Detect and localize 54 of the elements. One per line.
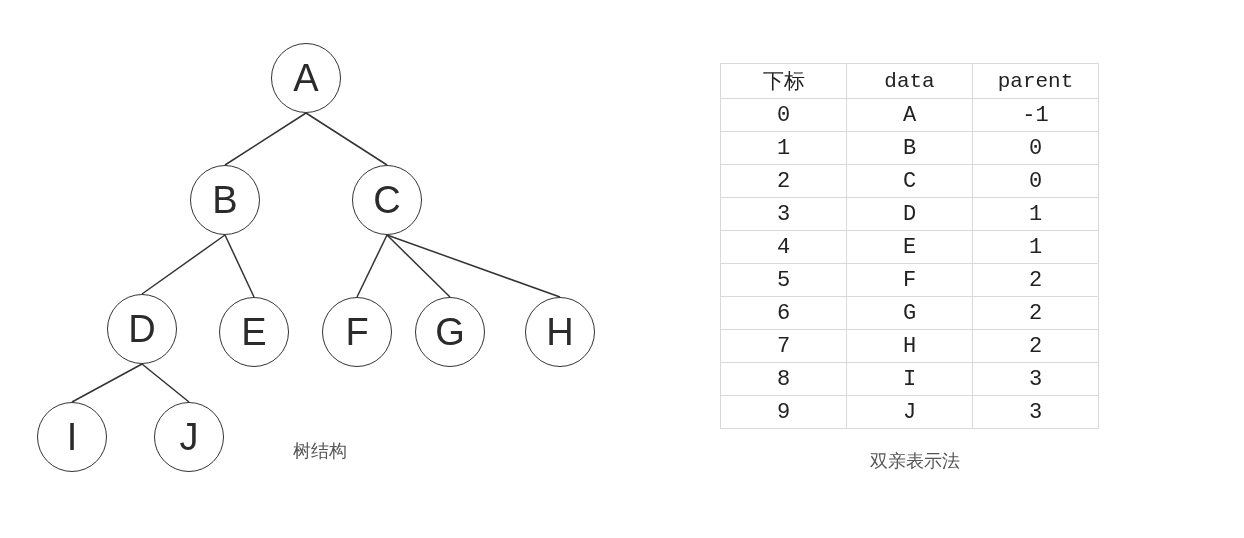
table-cell: 5 bbox=[721, 264, 847, 297]
table-cell: 3 bbox=[973, 396, 1099, 429]
node-label: A bbox=[293, 59, 319, 97]
column-header: parent bbox=[973, 64, 1099, 99]
table-cell: 2 bbox=[721, 165, 847, 198]
node-label: J bbox=[179, 418, 199, 456]
table-cell: 4 bbox=[721, 231, 847, 264]
table-cell: G bbox=[847, 297, 973, 330]
table-cell: 1 bbox=[973, 198, 1099, 231]
tree-edge bbox=[224, 234, 255, 298]
tree-edge bbox=[224, 112, 307, 166]
table-cell: 0 bbox=[973, 132, 1099, 165]
figure-caption: 双亲表示法 bbox=[870, 450, 960, 472]
tree-edge bbox=[305, 112, 388, 166]
column-header: data bbox=[847, 64, 973, 99]
node-label: B bbox=[212, 181, 238, 219]
table-cell: 8 bbox=[721, 363, 847, 396]
tree-edge bbox=[141, 363, 190, 403]
table-cell: C bbox=[847, 165, 973, 198]
table-cell: A bbox=[847, 99, 973, 132]
figure-caption: 树结构 bbox=[293, 440, 347, 462]
node-label: E bbox=[241, 313, 267, 351]
node-label: G bbox=[435, 313, 465, 351]
table-cell: 2 bbox=[973, 264, 1099, 297]
tree-edge bbox=[71, 363, 143, 403]
table-cell: B bbox=[847, 132, 973, 165]
table-cell: J bbox=[847, 396, 973, 429]
table-cell: 2 bbox=[973, 297, 1099, 330]
table-cell: 3 bbox=[721, 198, 847, 231]
table-cell: H bbox=[847, 330, 973, 363]
table-cell: D bbox=[847, 198, 973, 231]
node-label: F bbox=[345, 313, 369, 351]
table-cell: F bbox=[847, 264, 973, 297]
table-cell: I bbox=[847, 363, 973, 396]
table-cell: 6 bbox=[721, 297, 847, 330]
table-cell: 9 bbox=[721, 396, 847, 429]
table-cell: 0 bbox=[973, 165, 1099, 198]
node-label: H bbox=[546, 313, 574, 351]
tree-edge bbox=[386, 234, 451, 298]
table-cell: -1 bbox=[973, 99, 1099, 132]
column-header: 下标 bbox=[721, 64, 847, 99]
table-cell: 0 bbox=[721, 99, 847, 132]
table-cell: 1 bbox=[973, 231, 1099, 264]
tree-edge bbox=[356, 234, 388, 298]
table-cell: 7 bbox=[721, 330, 847, 363]
node-label: I bbox=[66, 418, 78, 456]
table-cell: 2 bbox=[973, 330, 1099, 363]
node-label: D bbox=[128, 310, 156, 348]
tree-edge bbox=[141, 234, 226, 295]
table-cell: 3 bbox=[973, 363, 1099, 396]
node-label: C bbox=[373, 181, 401, 219]
tree-edge bbox=[386, 234, 561, 298]
table-cell: E bbox=[847, 231, 973, 264]
table-cell: 1 bbox=[721, 132, 847, 165]
